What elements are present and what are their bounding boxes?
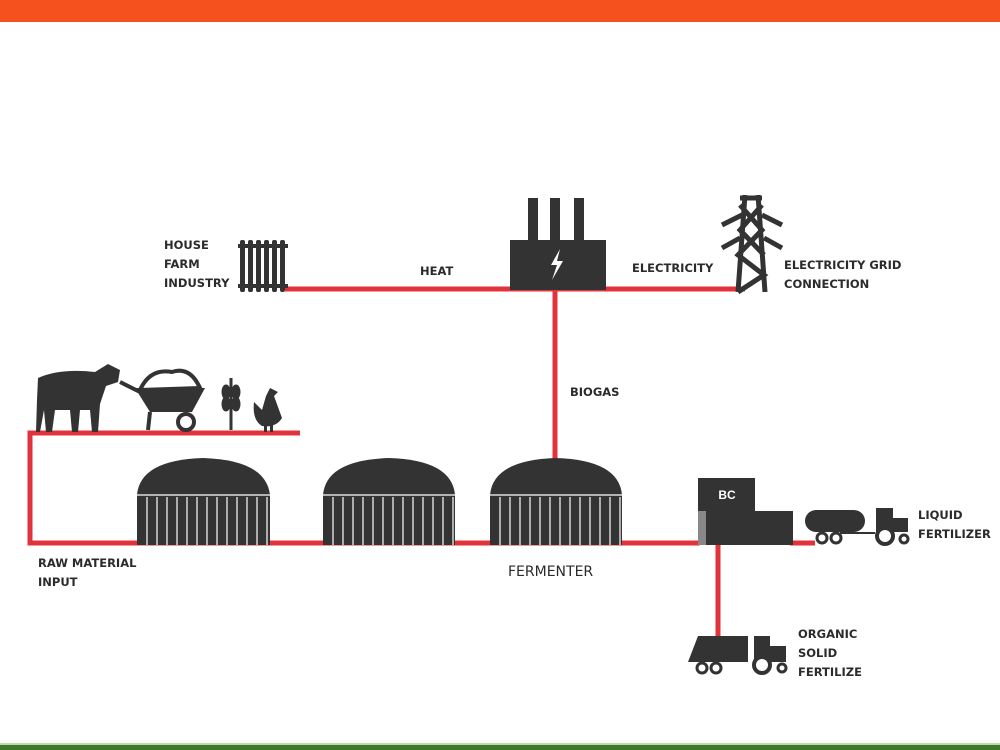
power-plant-icon	[510, 198, 606, 290]
heat-label: HEAT	[420, 264, 454, 278]
top-bar	[0, 0, 1000, 22]
fermenter-label: FERMENTER	[508, 564, 594, 580]
solid-fertilizer-label: ORGANIC SOLID FERTILIZE	[798, 627, 862, 679]
cow-icon	[36, 364, 120, 432]
bottom-bar	[0, 743, 1000, 750]
truck-tractor-icon	[688, 636, 788, 675]
wheat-icon	[221, 378, 241, 430]
power-tower-icon	[720, 194, 784, 295]
raw-material-label: RAW MATERIAL INPUT	[38, 556, 137, 589]
radiator-icon	[238, 240, 288, 292]
fermenters	[137, 458, 622, 545]
grid-label: ELECTRICITY GRID CONNECTION	[784, 258, 902, 291]
consumers-label: HOUSE FARM INDUSTRY	[164, 238, 230, 290]
fermenter-dome-icon	[323, 458, 455, 545]
electricity-label: ELECTRICITY	[632, 261, 714, 275]
bc-label: BC	[718, 488, 736, 502]
chicken-icon	[253, 388, 282, 432]
lightning-icon	[551, 249, 563, 280]
biogas-label: BIOGAS	[570, 385, 620, 399]
storage-tank-icon: BC	[698, 478, 793, 545]
fermenter-dome-icon	[490, 458, 622, 545]
tanker-tractor-icon	[805, 508, 910, 546]
liquid-fertilizer-label: LIQUID FERTILIZER	[918, 508, 991, 541]
wheelbarrow-icon	[119, 368, 205, 432]
